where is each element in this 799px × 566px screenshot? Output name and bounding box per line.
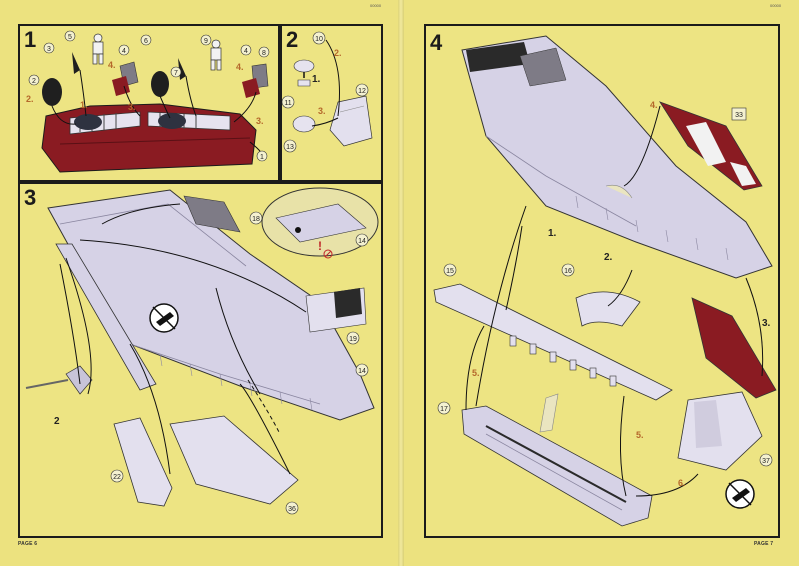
substep-label: 2. [26, 94, 34, 104]
substep-label: 5. [636, 430, 644, 440]
right-page-footer: PAGE 7 [754, 541, 774, 547]
callout: 19 [349, 336, 357, 343]
callout: 22 [113, 474, 121, 481]
substep-label: 3. [762, 318, 771, 329]
callout: 9 [204, 38, 208, 45]
substep-label: 1. [80, 100, 88, 110]
substep-label: 3. [128, 102, 136, 112]
substep-label: 4. [650, 100, 658, 110]
substep-label: 1. [312, 74, 321, 85]
step-2-illustration: 10 11 12 13 2. 1. 3. [281, 31, 373, 153]
step-3-number: 3 [24, 185, 37, 210]
substep-label: 4. [236, 62, 244, 72]
callout: 36 [288, 506, 296, 513]
substep-label: 1. [548, 228, 557, 239]
step-3-callouts: 18 14 19 14 22 36 [110, 211, 369, 515]
substep-label: 6. [678, 478, 686, 488]
callout: 3 [47, 46, 51, 53]
step-3-illustration: ! 18 14 19 14 22 [25, 187, 379, 515]
callout: 4 [244, 48, 248, 55]
step-4-callouts: 33 15 16 17 37 [437, 107, 773, 467]
page-fold [398, 0, 404, 566]
substep-label: 2. [604, 252, 613, 263]
callout: 14 [358, 368, 366, 375]
glue-icon [725, 479, 755, 509]
step-4-number: 4 [430, 30, 443, 55]
callout: 15 [446, 268, 454, 275]
callout: 18 [252, 216, 260, 223]
callout: 10 [315, 36, 323, 43]
substep-label: 2. [334, 48, 342, 58]
callout: 7 [174, 70, 178, 77]
warning-icon: ! [318, 239, 333, 259]
callout: 37 [762, 458, 770, 465]
callout: 2 [32, 78, 36, 85]
step-2-callouts: 10 11 12 13 [281, 31, 369, 153]
substep-label: 3. [256, 116, 264, 126]
step-2-number: 2 [286, 27, 299, 52]
step-4-illustration: 33 15 16 17 37 4. 1. 2. 3. 5. 5. 6. [433, 35, 777, 527]
callout: 13 [286, 144, 294, 151]
callout: 14 [358, 238, 366, 245]
step-1-panel: 1 [18, 24, 280, 182]
svg-text:!: ! [318, 239, 322, 253]
substep-label: 2 [54, 416, 60, 427]
callout: 1 [260, 154, 264, 161]
callout: 8 [262, 50, 266, 57]
glue-icon [149, 303, 179, 333]
substep-label: 4. [108, 60, 116, 70]
callout: 17 [440, 406, 448, 413]
callout: 16 [564, 268, 572, 275]
step-3-panel: 3 [18, 182, 383, 538]
step-4-panel: 4 [424, 24, 780, 538]
substep-label: 5. [472, 368, 480, 378]
callout: 33 [735, 112, 743, 119]
callout: 4 [122, 48, 126, 55]
callout: 11 [284, 100, 291, 107]
left-page-footer: PAGE 6 [18, 541, 38, 547]
step-2-panel: 2 10 11 12 13 2. 1. 3. [280, 24, 383, 182]
callout: 6 [144, 38, 148, 45]
callout: 12 [358, 88, 366, 95]
left-page-header: 00000 [370, 3, 382, 8]
callout: 5 [68, 34, 72, 41]
step-1-callouts: 3 5 6 4 2 7 9 8 4 1 [28, 30, 270, 162]
step-1-illustration: 3 5 6 4 2 7 9 8 4 1 2. [26, 30, 270, 173]
substep-label: 3. [318, 106, 326, 116]
right-page-header: 00000 [770, 3, 782, 8]
step-1-number: 1 [24, 27, 37, 52]
